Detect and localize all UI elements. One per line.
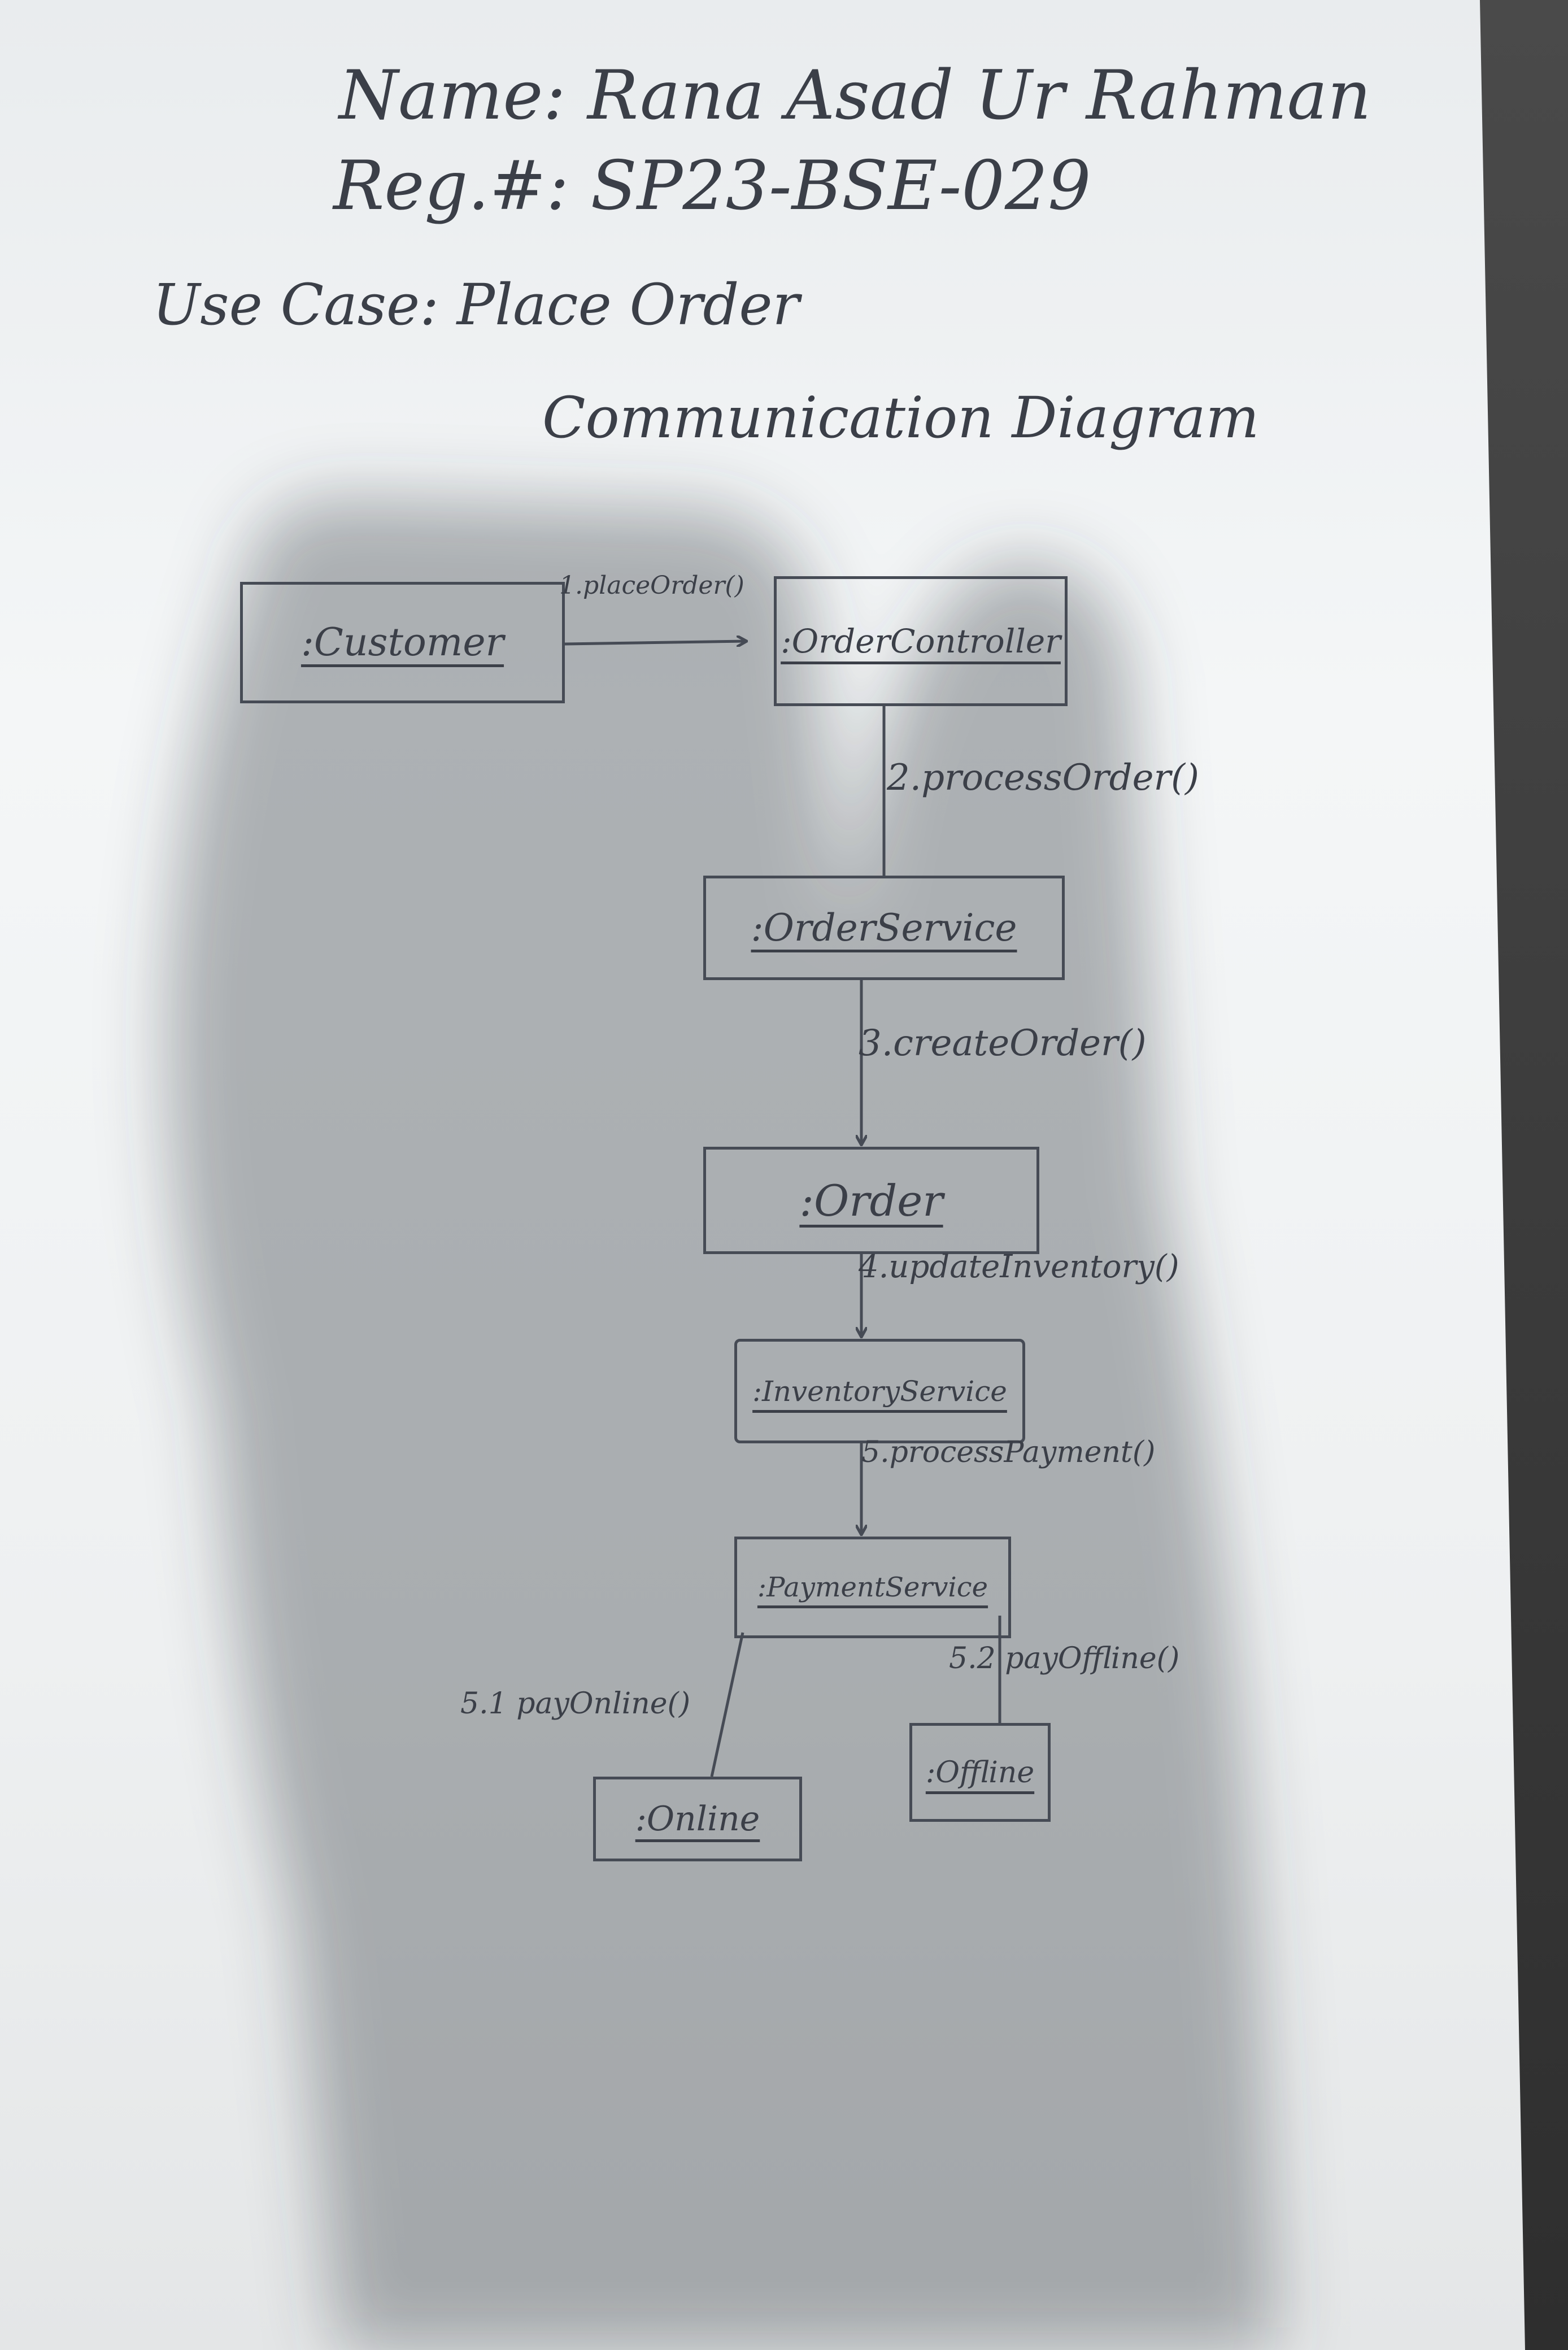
inventory-service-label: :InventoryService (752, 1374, 1007, 1408)
order-controller-object: :OrderController (774, 576, 1068, 706)
payment-service-label: :PaymentService (757, 1572, 988, 1603)
order-object: :Order (703, 1147, 1039, 1254)
payment-service-object: :PaymentService (734, 1537, 1011, 1638)
message-5-2-label: 5.2 payOffline() (949, 1642, 1180, 1676)
order-service-label: :OrderService (751, 906, 1017, 950)
message-5-label: 5.processPayment() (861, 1435, 1156, 1469)
diagram-title: Communication Diagram (542, 385, 1260, 451)
registration-number: Reg.#: SP23-BSE-029 (333, 147, 1091, 225)
use-case-title: Use Case: Place Order (153, 272, 800, 338)
message-4-label: 4.updateInventory() (859, 1248, 1179, 1285)
inventory-service-object: :InventoryService (734, 1339, 1025, 1443)
message-5-1-label: 5.1 payOnline() (460, 1687, 691, 1721)
message-3-label: 3.createOrder() (859, 1022, 1147, 1064)
student-name: Name: Rana Asad Ur Rahman (339, 56, 1371, 135)
order-service-object: :OrderService (703, 876, 1065, 980)
offline-object: :Offline (909, 1723, 1051, 1822)
customer-object: :Customer (240, 582, 565, 703)
online-label: :Online (635, 1799, 760, 1839)
offline-label: :Offline (925, 1755, 1035, 1790)
link-customer-controller (564, 641, 746, 644)
order-controller-label: :OrderController (781, 622, 1061, 660)
order-label: :Order (799, 1175, 943, 1226)
message-2-label: 2.processOrder() (887, 757, 1199, 799)
online-object: :Online (593, 1777, 802, 1861)
link-payment-online (710, 1632, 744, 1777)
message-1-label: 1.placeOrder() (559, 571, 744, 600)
customer-label: :Customer (300, 620, 504, 665)
